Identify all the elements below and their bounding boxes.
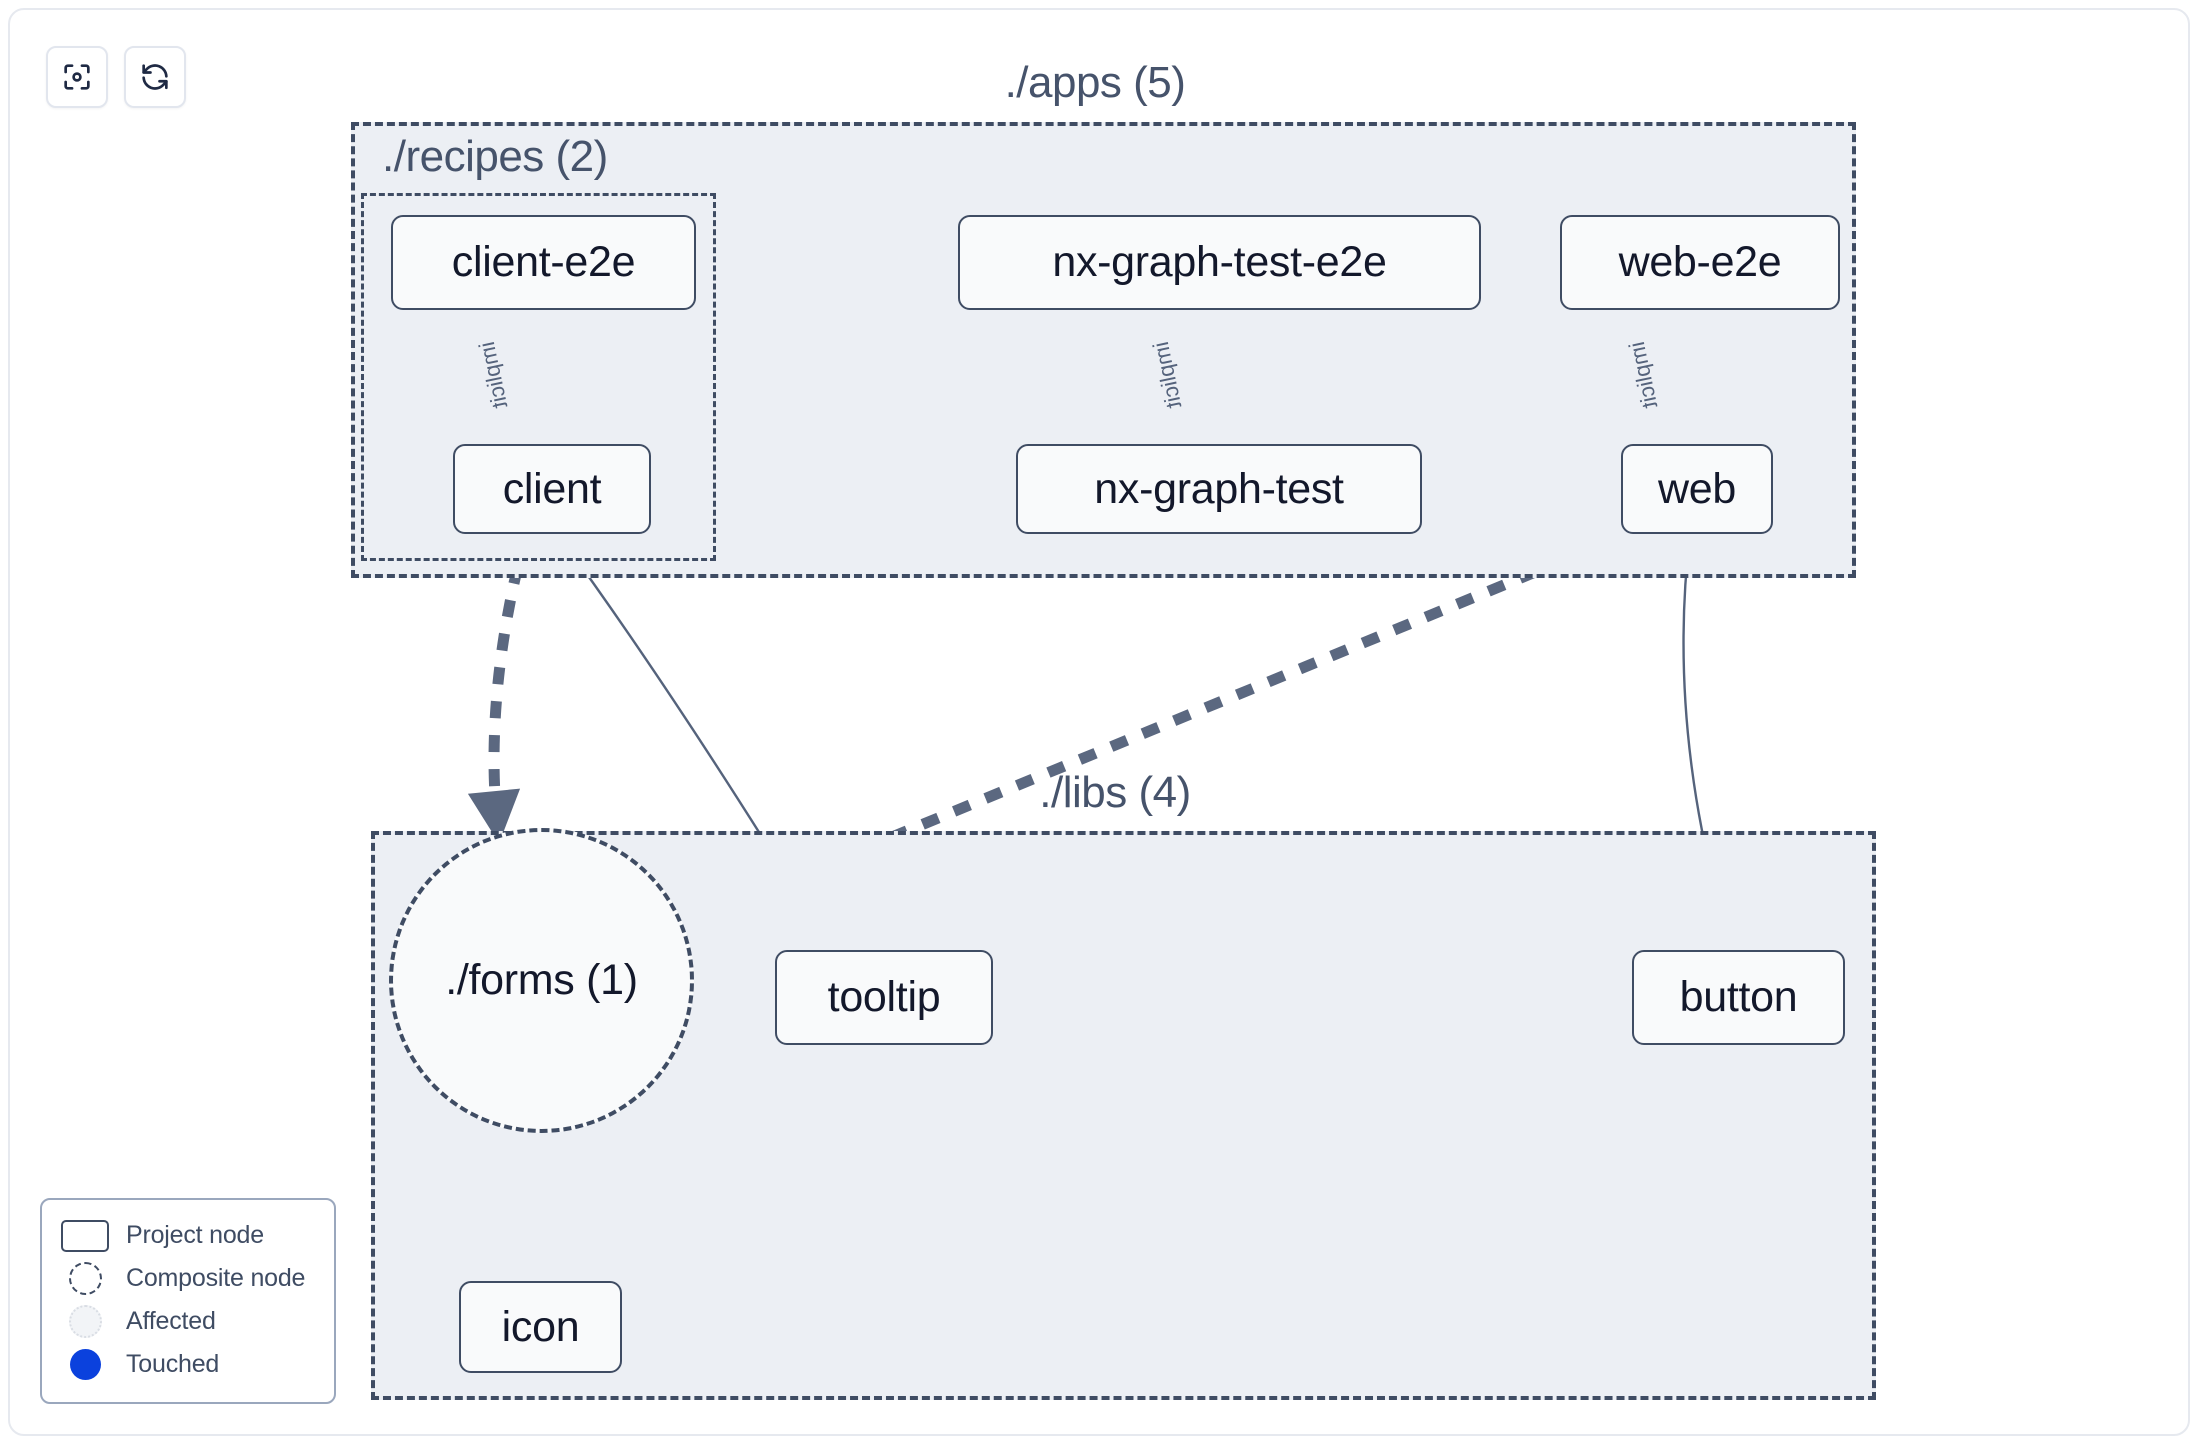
node-label: tooltip [827, 973, 941, 1021]
node-client[interactable]: client [453, 444, 651, 534]
group-box-recipes[interactable] [361, 193, 716, 561]
refresh-icon [138, 60, 172, 94]
node-nx-graph-test[interactable]: nx-graph-test [1016, 444, 1422, 534]
legend-label: Composite node [126, 1264, 306, 1292]
legend-item-project-node: Project node [60, 1214, 316, 1257]
graph-toolbar [46, 46, 186, 108]
node-label: client-e2e [451, 238, 636, 286]
node-client-e2e[interactable]: client-e2e [391, 215, 696, 310]
legend-item-composite-node: Composite node [60, 1257, 316, 1300]
node-label: client [502, 464, 602, 513]
node-forms[interactable]: ./forms (1) [389, 828, 694, 1133]
node-label: web-e2e [1618, 238, 1782, 286]
node-label: nx-graph-test-e2e [1052, 238, 1387, 286]
refresh-graph-button[interactable] [124, 46, 186, 108]
node-label: ./forms (1) [445, 956, 638, 1004]
legend-item-touched: Touched [60, 1343, 316, 1386]
composite-node-swatch [60, 1262, 110, 1296]
node-label: button [1679, 973, 1798, 1021]
legend-label: Affected [126, 1307, 216, 1335]
legend-label: Touched [126, 1350, 220, 1378]
node-icon[interactable]: icon [459, 1281, 622, 1373]
touched-swatch [60, 1348, 110, 1382]
node-label: icon [501, 1302, 580, 1351]
node-tooltip[interactable]: tooltip [775, 950, 993, 1045]
affected-swatch [60, 1305, 110, 1339]
node-nx-graph-test-e2e[interactable]: nx-graph-test-e2e [958, 215, 1481, 310]
focus-target-icon [60, 60, 94, 94]
node-button[interactable]: button [1632, 950, 1845, 1045]
graph-legend: Project node Composite node Affected Tou… [40, 1198, 336, 1404]
node-web-e2e[interactable]: web-e2e [1560, 215, 1840, 310]
node-web[interactable]: web [1621, 444, 1773, 534]
node-label: web [1658, 464, 1736, 513]
legend-item-affected: Affected [60, 1300, 316, 1343]
legend-label: Project node [126, 1221, 264, 1249]
graph-panel: ./apps (5) ./recipes (2) ./libs (4) [8, 8, 2190, 1436]
project-node-swatch [60, 1219, 110, 1253]
focus-graph-button[interactable] [46, 46, 108, 108]
node-label: nx-graph-test [1094, 464, 1344, 513]
